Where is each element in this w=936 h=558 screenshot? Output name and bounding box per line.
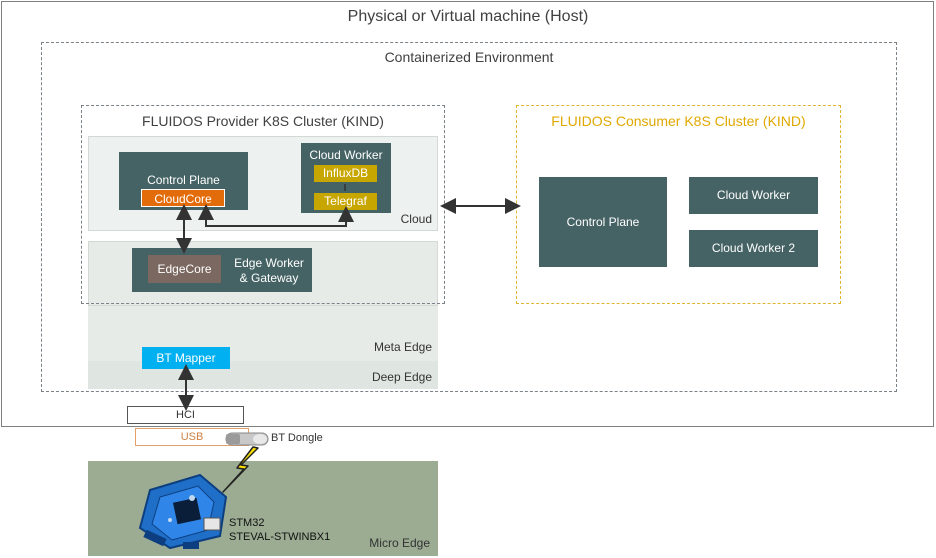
containerized-environment-title: Containerized Environment [384,49,554,65]
cloud-zone-label: Cloud [400,212,432,226]
consumer-cloud-worker: Cloud Worker [689,177,818,214]
bt-mapper-component: BT Mapper [142,347,230,369]
edgecore-component: EdgeCore [148,255,221,283]
device-label-line2: STEVAL-STWINBX1 [229,531,331,543]
bt-dongle-label: BT Dongle [271,432,323,444]
stm32-board-icon [138,473,228,550]
deep-edge-label: Deep Edge [371,370,432,384]
provider-cluster-title: FLUIDOS Provider K8S Cluster (KIND) [142,113,384,129]
consumer-cluster-title: FLUIDOS Consumer K8S Cluster (KIND) [551,113,806,129]
device-label-line1: STM32 [229,517,265,529]
edge-worker-label: Edge Worker & Gateway [226,256,312,286]
provider-cloud-worker-label: Cloud Worker [309,148,383,162]
containerized-environment-frame [41,42,897,392]
consumer-cloud-worker-2: Cloud Worker 2 [689,230,818,267]
consumer-control-plane: Control Plane [539,177,667,267]
edge-worker-label-line2: & Gateway [239,271,299,285]
edge-worker-label-line1: Edge Worker [234,256,304,270]
device-label: STM32 STEVAL-STWINBX1 [229,516,330,544]
micro-edge-label: Micro Edge [369,536,430,550]
arrow-cloudcore-telegraf [198,204,354,227]
host-title: Physical or Virtual machine (Host) [347,8,589,25]
lightning-bolt-icon [222,446,259,493]
host-frame [1,1,934,427]
provider-control-plane-label: Control Plane [147,173,220,187]
bt-dongle-icon [225,432,269,446]
influxdb-component: InfluxDB [314,165,377,182]
meta-edge-label: Meta Edge [373,340,432,354]
cloudcore-component: CloudCore [141,189,225,207]
